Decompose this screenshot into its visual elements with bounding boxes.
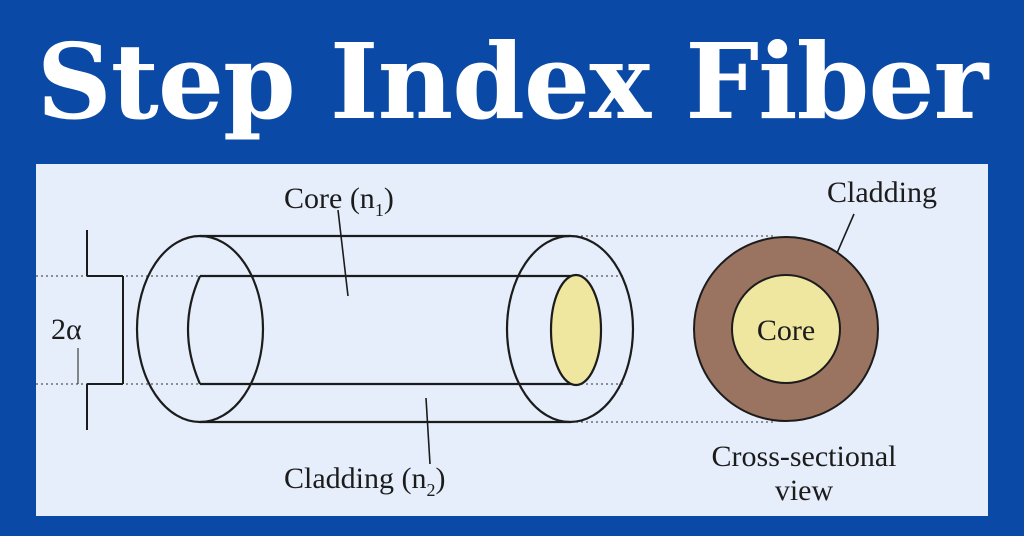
cladding-long-label: Cladding (n2) (284, 462, 446, 500)
page-title: Step Index Fiber (36, 20, 989, 143)
core-long-label: Core (n1) (284, 182, 394, 220)
cross-section-core (731, 274, 841, 384)
diagram-panel: 2α Core (n1) Cladding (n2) Core Cladding (36, 164, 988, 516)
cladding-left-end (135, 234, 265, 424)
cladding-pointer-line (425, 397, 431, 465)
cross-section-caption-line2: view (775, 474, 834, 507)
fiber-cylinder (135, 234, 635, 424)
guide-lines (36, 235, 776, 423)
cross-core-label: Core (757, 314, 815, 347)
diameter-label: 2α (51, 313, 82, 346)
cross-cladding-label: Cladding (827, 176, 937, 209)
step-index-fiber-diagram: 2α Core (n1) Cladding (n2) Core Cladding (36, 176, 937, 507)
cladding-right-end (505, 234, 635, 424)
cross-section-caption-line1: Cross-sectional (712, 440, 897, 473)
core-left-end-arc (186, 275, 202, 385)
diameter-bracket (77, 230, 124, 430)
core-pointer-line (337, 209, 349, 297)
core-right-end (549, 273, 603, 387)
